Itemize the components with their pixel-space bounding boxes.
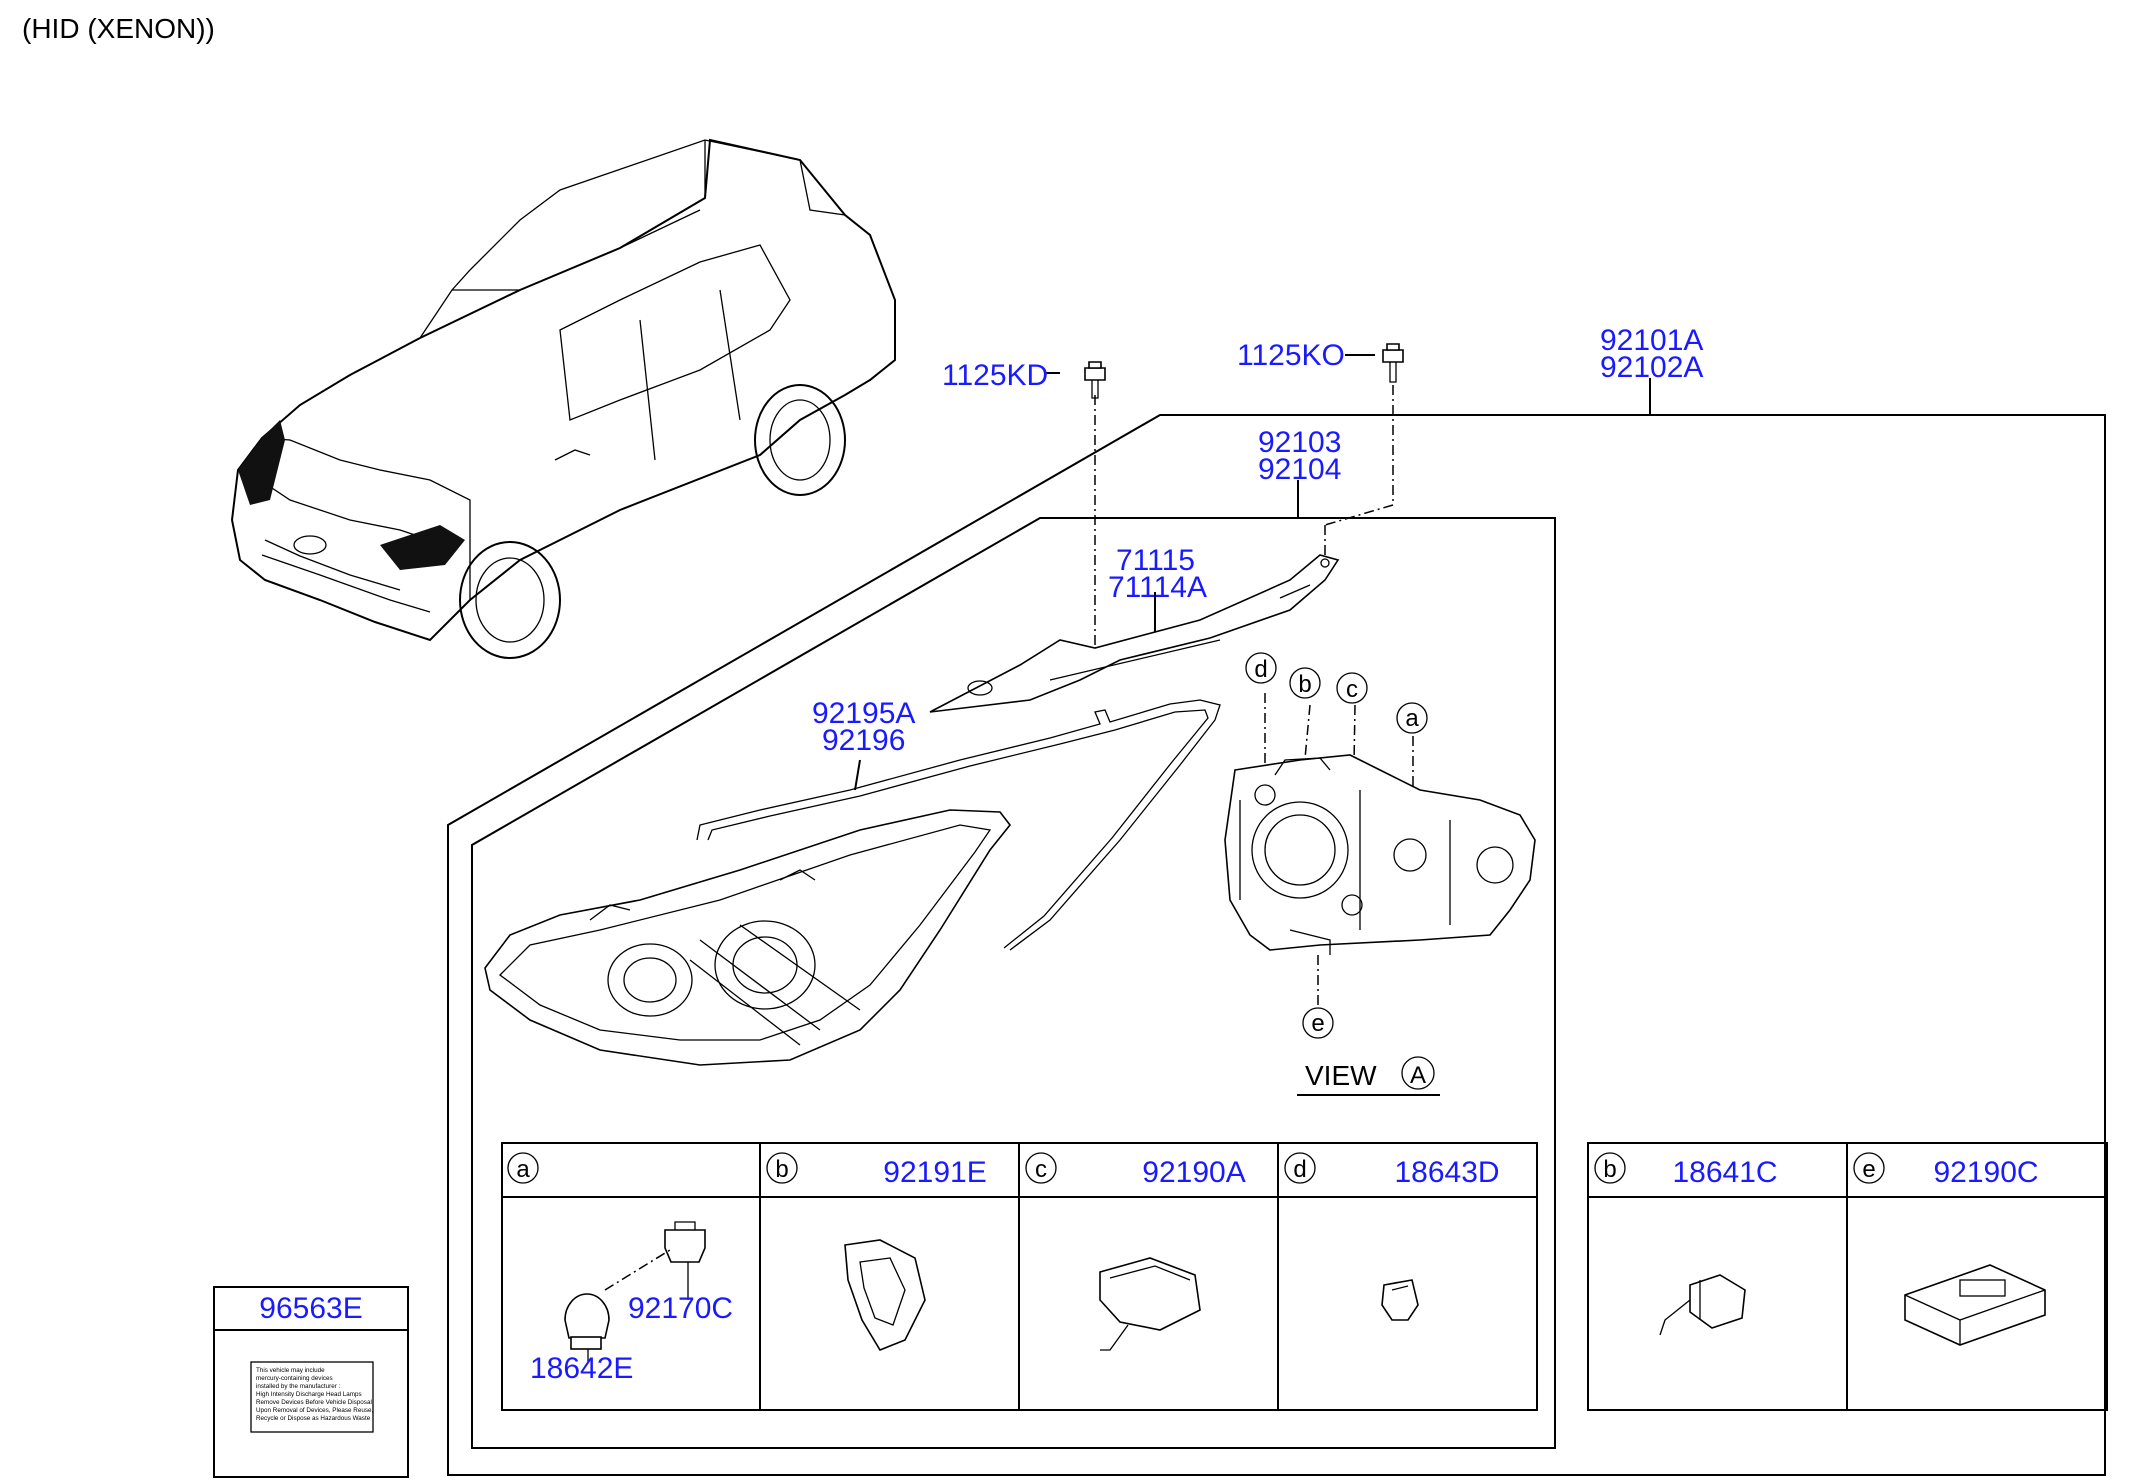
svg-text:a: a	[516, 1156, 530, 1183]
svg-text:a: a	[1405, 705, 1419, 732]
svg-text:This vehicle may include: This vehicle may include	[256, 1367, 325, 1374]
view-a-caption: VIEW A	[1297, 1056, 1440, 1096]
callout-71114a[interactable]: 71114A	[1108, 571, 1207, 604]
part-92190a-label: 92190A	[1142, 1156, 1245, 1189]
callout-1125kd[interactable]: 1125KD	[942, 359, 1048, 392]
part-96563e-label[interactable]: 96563E	[259, 1292, 362, 1325]
svg-text:mercury-containing devices: mercury-containing devices	[256, 1375, 333, 1382]
svg-text:e: e	[1862, 1156, 1875, 1183]
view-label: VIEW	[1305, 1060, 1377, 1091]
marker-a[interactable]: a	[1396, 702, 1428, 734]
callout-92102a[interactable]: 92102A	[1600, 351, 1703, 384]
callout-71115[interactable]: 71115	[1116, 544, 1195, 577]
headlamp-rear-view	[1224, 754, 1536, 955]
callout-92103[interactable]: 92103	[1258, 426, 1341, 459]
bulb-cover-drawing	[844, 1239, 926, 1351]
headlamp-assembly	[484, 809, 1012, 1066]
svg-text:Upon Removal of Devices, Pleas: Upon Removal of Devices, Please Reuse,	[256, 1407, 373, 1414]
seal-strip	[696, 699, 1221, 951]
ballast-module-drawing	[1904, 1264, 2046, 1346]
marker-d[interactable]: d	[1245, 652, 1277, 684]
svg-text:Remove Devices Before Vehicle: Remove Devices Before Vehicle Disposal	[256, 1399, 372, 1406]
table-header-b-right[interactable]: b 18641C	[1594, 1152, 1778, 1189]
part-92191e-label: 92191E	[883, 1156, 986, 1189]
table-header-a[interactable]: a	[507, 1152, 539, 1184]
svg-text:d: d	[1254, 656, 1267, 683]
svg-text:d: d	[1293, 1156, 1306, 1183]
screw-1125ko	[1382, 343, 1404, 383]
view-letter: A	[1410, 1062, 1426, 1089]
parts-table-left: a b 92191E c 92190A d 18643D 92170C	[501, 1142, 1538, 1411]
housing-frame	[471, 517, 1556, 1449]
warning-label-box: 96563E This vehicle may include mercury-…	[213, 1286, 409, 1478]
callout-92195a[interactable]: 92195A	[812, 697, 915, 730]
table-header-e-right[interactable]: e 92190C	[1853, 1152, 2039, 1189]
svg-text:installed by the manufacturer: installed by the manufacturer :	[256, 1383, 341, 1390]
part-18641c-label: 18641C	[1672, 1156, 1777, 1189]
assembly-frame	[447, 414, 2106, 1476]
mounting-bracket	[929, 554, 1340, 713]
table-header-d[interactable]: d 18643D	[1284, 1152, 1500, 1189]
vehicle-illustration	[230, 138, 896, 659]
svg-text:c: c	[1035, 1156, 1047, 1183]
screw-1125kd	[1084, 361, 1106, 399]
svg-text:c: c	[1346, 676, 1358, 703]
bulb-and-socket-drawing	[564, 1221, 706, 1362]
callout-92104[interactable]: 92104	[1258, 453, 1341, 486]
callout-92101a[interactable]: 92101A	[1600, 324, 1703, 357]
parts-table-right: b 18641C e 92190C	[1587, 1142, 2108, 1411]
table-header-c[interactable]: c 92190A	[1025, 1152, 1246, 1189]
page-title: (HID (XENON))	[22, 13, 215, 44]
part-92170c-label[interactable]: 92170C	[628, 1292, 733, 1325]
part-92190c-label: 92190C	[1933, 1156, 2038, 1189]
wedge-bulb-drawing	[1381, 1279, 1419, 1321]
table-header-b[interactable]: b 92191E	[766, 1152, 987, 1189]
part-18643d-label: 18643D	[1394, 1156, 1499, 1189]
svg-text:b: b	[1603, 1156, 1616, 1183]
callout-92196[interactable]: 92196	[822, 724, 905, 757]
svg-text:e: e	[1311, 1010, 1324, 1037]
svg-text:Recycle or Dispose as Hazardou: Recycle or Dispose as Hazardous Waste	[256, 1415, 371, 1422]
marker-c[interactable]: c	[1336, 672, 1368, 704]
sticker-text: This vehicle may include mercury-contain…	[256, 1367, 373, 1422]
marker-b[interactable]: b	[1289, 667, 1321, 699]
svg-text:High Intensity Discharge Head: High Intensity Discharge Head Lamps	[256, 1391, 362, 1398]
marker-e[interactable]: e	[1302, 1007, 1334, 1039]
svg-text:b: b	[775, 1156, 788, 1183]
svg-text:b: b	[1298, 671, 1311, 698]
leveling-actuator-drawing	[1099, 1257, 1201, 1351]
part-18642e-label[interactable]: 18642E	[530, 1352, 633, 1385]
hid-bulb-drawing	[1659, 1274, 1746, 1336]
callout-1125ko[interactable]: 1125KO	[1237, 339, 1345, 372]
